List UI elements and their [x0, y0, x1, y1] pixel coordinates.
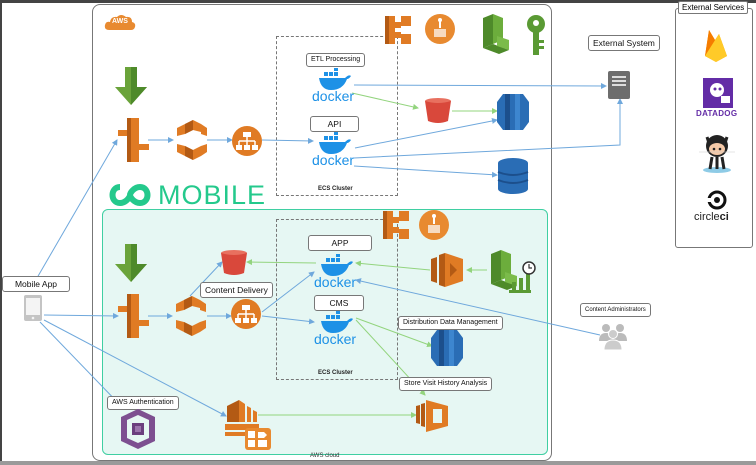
edge-app-to-s3 [246, 259, 317, 266]
docker-whale-icon [321, 254, 353, 276]
ecs-cluster-top [276, 36, 398, 196]
lambda-icon [431, 253, 463, 287]
route53-icon-bottom [118, 294, 149, 338]
edge-api-to-dynamo1 [354, 118, 498, 149]
elb-icon-top [232, 126, 262, 156]
kinesis-firehose-icon [225, 400, 271, 450]
docker-cms: docker [314, 311, 360, 347]
users-group-icon [599, 324, 627, 351]
docker-wordmark: docker [314, 274, 357, 290]
edge-elb-to-api [261, 137, 314, 144]
app-label: APP [308, 235, 372, 251]
mobile-brand-text: MOBILE [158, 179, 267, 210]
docker-whale-icon [319, 132, 351, 154]
bottom-border [0, 461, 756, 465]
edge-mobile-to-cognito [39, 321, 124, 409]
mobile-app-label: Mobile App [2, 276, 70, 292]
docker-whale-icon [321, 311, 353, 333]
edge-api-to-external [353, 98, 623, 159]
edge-admins-to-app [355, 278, 601, 336]
ecs-cluster-bottom [276, 219, 398, 380]
datadog-icon [703, 78, 733, 108]
docker-wordmark: docker [314, 331, 357, 347]
mobile-phone-icon [24, 295, 42, 321]
edge-elb-to-app [261, 271, 315, 313]
external-services-title: External Services [678, 1, 749, 14]
cms-label: CMS [314, 295, 364, 311]
edge-etl-to-external [353, 82, 607, 89]
circleci-text: circleci [694, 211, 729, 223]
s3-bucket-icon-bottom [221, 250, 247, 275]
s3-transfer-arrow-icon-bottom [115, 244, 147, 282]
aws-badge-text: AWS [112, 18, 128, 25]
s3-transfer-arrow-icon-top [115, 67, 147, 105]
kms-key-icon [527, 15, 545, 55]
distribution-data-management-label: Distribution Data Management [398, 316, 503, 330]
firebase-icon [705, 30, 727, 62]
external-system-label: External System [588, 35, 660, 51]
circleci-icon [707, 190, 727, 210]
s3-bucket-icon-top [425, 98, 451, 123]
dynamodb-icon-top [497, 94, 529, 130]
edge-cms-to-dynamo3 [355, 317, 433, 348]
cloudwatch-events-icon [491, 250, 536, 293]
dynamodb-icon-bottom [431, 330, 463, 366]
aws-badge: AWS [104, 13, 136, 31]
edge-api-to-dynamo2 [353, 165, 498, 178]
github-octocat-icon [699, 135, 735, 173]
left-border [0, 0, 2, 465]
content-administrators-label: Content Administrators [580, 303, 651, 317]
ecs-icon-top [385, 16, 411, 44]
circleci-text-b: ci [719, 211, 729, 223]
cognito-icon [121, 409, 155, 449]
cloudfront-icon-top [177, 120, 207, 160]
ecs-cluster-bottom-caption: ECS Cluster [318, 370, 353, 376]
edge-lambda-to-app [355, 260, 431, 271]
dynamodb-table-icon [497, 158, 529, 194]
route53-icon-top [118, 118, 149, 162]
mobile-infinity-icon [109, 183, 151, 207]
edge-cloudfront-to-s3 [189, 261, 223, 297]
datadog-text: DATADOG [696, 109, 738, 118]
cloudwatch-icon-top [483, 14, 509, 54]
edge-etl-to-s3 [351, 92, 419, 110]
circleci-text-a: circle [694, 211, 720, 223]
edge-mobile-to-route53-top [29, 139, 118, 291]
edge-mobile-to-kinesis [43, 319, 227, 417]
server-icon [608, 71, 630, 99]
circleci-logo: circleci [694, 190, 740, 226]
aws-cloud-boundary [92, 4, 552, 461]
ecs-icon-bottom [383, 211, 409, 239]
docker-api: docker [312, 132, 358, 168]
docker-whale-icon [319, 68, 351, 90]
docker-wordmark: docker [312, 152, 355, 168]
top-border [0, 0, 756, 3]
aws-authentication-label: AWS Authentication [107, 396, 179, 410]
elb-icon-bottom [231, 299, 261, 329]
cloudfront-icon-bottom [176, 296, 206, 336]
docker-wordmark: docker [312, 88, 355, 104]
datadog-logo: DATADOG [696, 78, 740, 120]
api-label: API [310, 116, 359, 132]
content-delivery-label: Content Delivery [200, 282, 273, 298]
store-visit-history-analysis-label: Store Visit History Analysis [399, 377, 493, 391]
mobile-brand-logo: MOBILE [106, 180, 266, 210]
edge-mobile-to-route53-bottom [43, 312, 119, 319]
aws-cloud-caption: AWS cloud [310, 453, 340, 459]
edge-elb-to-cms [261, 315, 315, 325]
emr-icon [416, 400, 448, 432]
docker-etl-processing: docker [312, 68, 358, 104]
ecr-icon-top [425, 14, 455, 44]
docker-app: docker [314, 254, 360, 290]
etl-processing-label: ETL Processing [306, 53, 366, 67]
ecs-cluster-top-caption: ECS Cluster [318, 186, 353, 192]
ecr-icon-bottom [419, 210, 449, 240]
